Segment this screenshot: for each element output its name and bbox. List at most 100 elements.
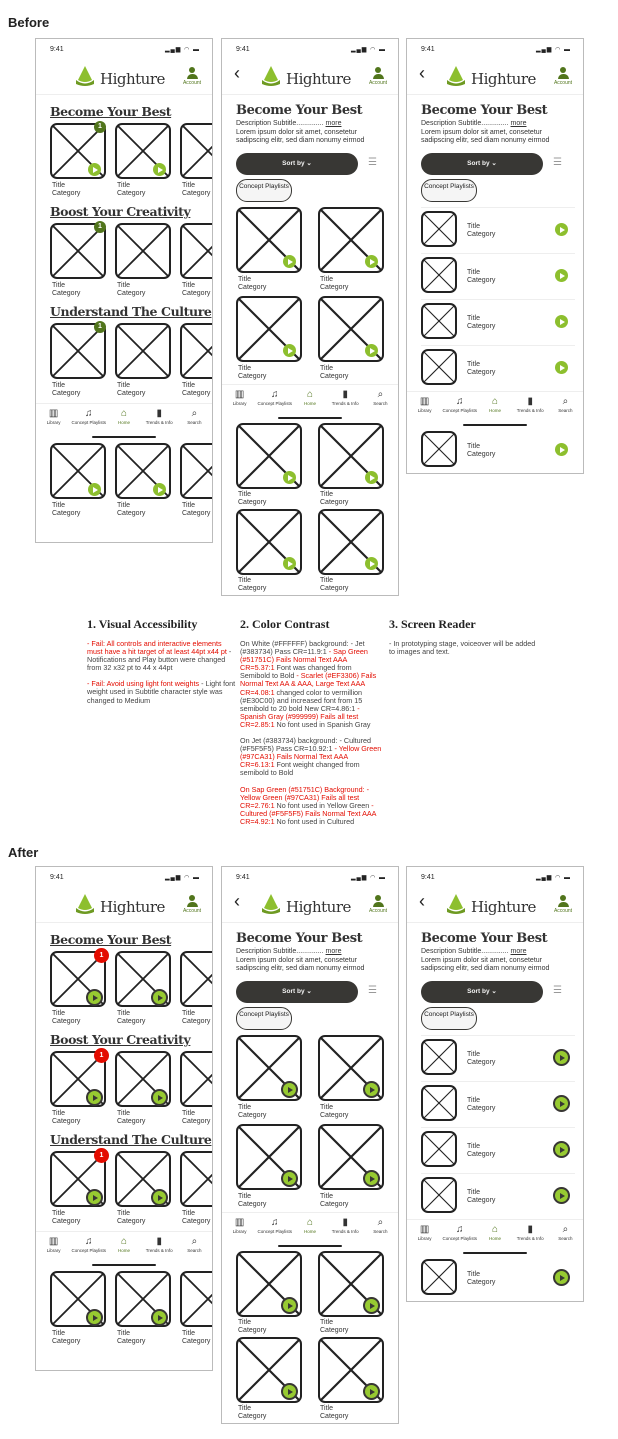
- play-button[interactable]: [151, 989, 168, 1006]
- thumbnail-image[interactable]: [180, 1151, 212, 1207]
- thumbnail-image[interactable]: [421, 1177, 457, 1213]
- concept-playlists-chip[interactable]: Concept Playlists: [421, 179, 477, 202]
- back-button[interactable]: ‹: [419, 63, 425, 83]
- tab-library[interactable]: ▥Library: [36, 1232, 71, 1267]
- tab-concept[interactable]: ♫Concept Playlists: [71, 1232, 107, 1267]
- tab-trends[interactable]: ▮Trends & Info: [142, 1232, 177, 1267]
- app-logo[interactable]: Highture: [74, 65, 165, 92]
- thumbnail-image[interactable]: [421, 1085, 457, 1121]
- sort-by-button[interactable]: Sort by ⌄: [421, 153, 543, 175]
- play-button[interactable]: [281, 1081, 298, 1098]
- play-button[interactable]: [281, 1170, 298, 1187]
- thumbnail-image[interactable]: [180, 223, 212, 279]
- play-button[interactable]: [86, 1309, 103, 1326]
- play-button[interactable]: [86, 1189, 103, 1206]
- play-button[interactable]: [153, 483, 166, 496]
- tab-search[interactable]: ⌕Search: [548, 1220, 583, 1255]
- app-logo[interactable]: Highture: [260, 65, 351, 92]
- tab-home[interactable]: ⌂Home: [477, 392, 512, 427]
- concept-playlists-chip[interactable]: Concept Playlists: [236, 1007, 292, 1030]
- more-link[interactable]: more: [325, 120, 342, 127]
- thumbnail-image[interactable]: [180, 323, 212, 379]
- thumbnail-image[interactable]: [180, 1051, 212, 1107]
- tab-home[interactable]: ⌂Home: [292, 385, 327, 420]
- account-button[interactable]: Account: [180, 895, 204, 914]
- tab-concept[interactable]: ♫Concept Playlists: [257, 385, 293, 420]
- tab-trends[interactable]: ▮Trends & Info: [328, 1213, 363, 1248]
- play-button[interactable]: [363, 1081, 380, 1098]
- play-button[interactable]: [363, 1297, 380, 1314]
- play-button[interactable]: [553, 1269, 570, 1286]
- tab-library[interactable]: ▥Library: [407, 392, 442, 427]
- play-button[interactable]: [553, 1141, 570, 1158]
- notification-badge[interactable]: 1: [94, 1148, 109, 1163]
- tab-search[interactable]: ⌕Search: [177, 404, 212, 439]
- thumbnail-image[interactable]: [421, 1259, 457, 1295]
- tab-trends[interactable]: ▮Trends & Info: [328, 385, 363, 420]
- tab-home[interactable]: ⌂Home: [106, 1232, 141, 1267]
- tab-search[interactable]: ⌕Search: [363, 1213, 398, 1248]
- thumbnail-image[interactable]: [421, 211, 457, 247]
- sort-by-button[interactable]: Sort by ⌄: [236, 153, 358, 175]
- thumbnail-image[interactable]: [236, 509, 302, 575]
- tab-trends[interactable]: ▮Trends & Info: [513, 1220, 548, 1255]
- more-link[interactable]: more: [510, 120, 527, 127]
- account-button[interactable]: Account: [366, 895, 390, 914]
- play-button[interactable]: [555, 223, 568, 236]
- account-button[interactable]: Account: [551, 67, 575, 86]
- app-logo[interactable]: Highture: [445, 65, 536, 92]
- play-button[interactable]: [553, 1095, 570, 1112]
- tab-concept[interactable]: ♫Concept Playlists: [257, 1213, 293, 1248]
- app-logo[interactable]: Highture: [74, 893, 165, 920]
- sort-by-button[interactable]: Sort by ⌄: [236, 981, 358, 1003]
- tab-library[interactable]: ▥Library: [222, 385, 257, 420]
- thumbnail-image[interactable]: [421, 303, 457, 339]
- play-button[interactable]: [153, 163, 166, 176]
- thumbnail-image[interactable]: [421, 257, 457, 293]
- account-button[interactable]: Account: [180, 67, 204, 86]
- play-button[interactable]: [281, 1383, 298, 1400]
- tab-home[interactable]: ⌂Home: [477, 1220, 512, 1255]
- thumbnail-image[interactable]: [180, 443, 212, 499]
- play-button[interactable]: [553, 1187, 570, 1204]
- list-view-toggle-icon[interactable]: ☰: [368, 157, 377, 168]
- play-button[interactable]: [88, 163, 101, 176]
- notification-badge[interactable]: 1: [94, 221, 106, 233]
- play-button[interactable]: [555, 443, 568, 456]
- notification-badge[interactable]: 1: [94, 948, 109, 963]
- notification-badge[interactable]: 1: [94, 1048, 109, 1063]
- thumbnail-image[interactable]: [180, 951, 212, 1007]
- play-button[interactable]: [151, 1089, 168, 1106]
- back-button[interactable]: ‹: [234, 891, 240, 911]
- account-button[interactable]: Account: [366, 67, 390, 86]
- play-button[interactable]: [363, 1170, 380, 1187]
- play-button[interactable]: [151, 1189, 168, 1206]
- tab-concept[interactable]: ♫Concept Playlists: [442, 1220, 478, 1255]
- thumbnail-image[interactable]: [115, 223, 171, 279]
- notification-badge[interactable]: 1: [94, 321, 106, 333]
- tab-search[interactable]: ⌕Search: [548, 392, 583, 427]
- app-logo[interactable]: Highture: [445, 893, 536, 920]
- app-logo[interactable]: Highture: [260, 893, 351, 920]
- play-button[interactable]: [283, 255, 296, 268]
- sort-by-button[interactable]: Sort by ⌄: [421, 981, 543, 1003]
- play-button[interactable]: [86, 1089, 103, 1106]
- play-button[interactable]: [281, 1297, 298, 1314]
- play-button[interactable]: [283, 557, 296, 570]
- play-button[interactable]: [88, 483, 101, 496]
- play-button[interactable]: [283, 344, 296, 357]
- tab-home[interactable]: ⌂Home: [106, 404, 141, 439]
- tab-library[interactable]: ▥Library: [222, 1213, 257, 1248]
- thumbnail-image[interactable]: [115, 443, 171, 499]
- notification-badge[interactable]: 1: [94, 121, 106, 133]
- back-button[interactable]: ‹: [419, 891, 425, 911]
- thumbnail-image[interactable]: [180, 1271, 212, 1327]
